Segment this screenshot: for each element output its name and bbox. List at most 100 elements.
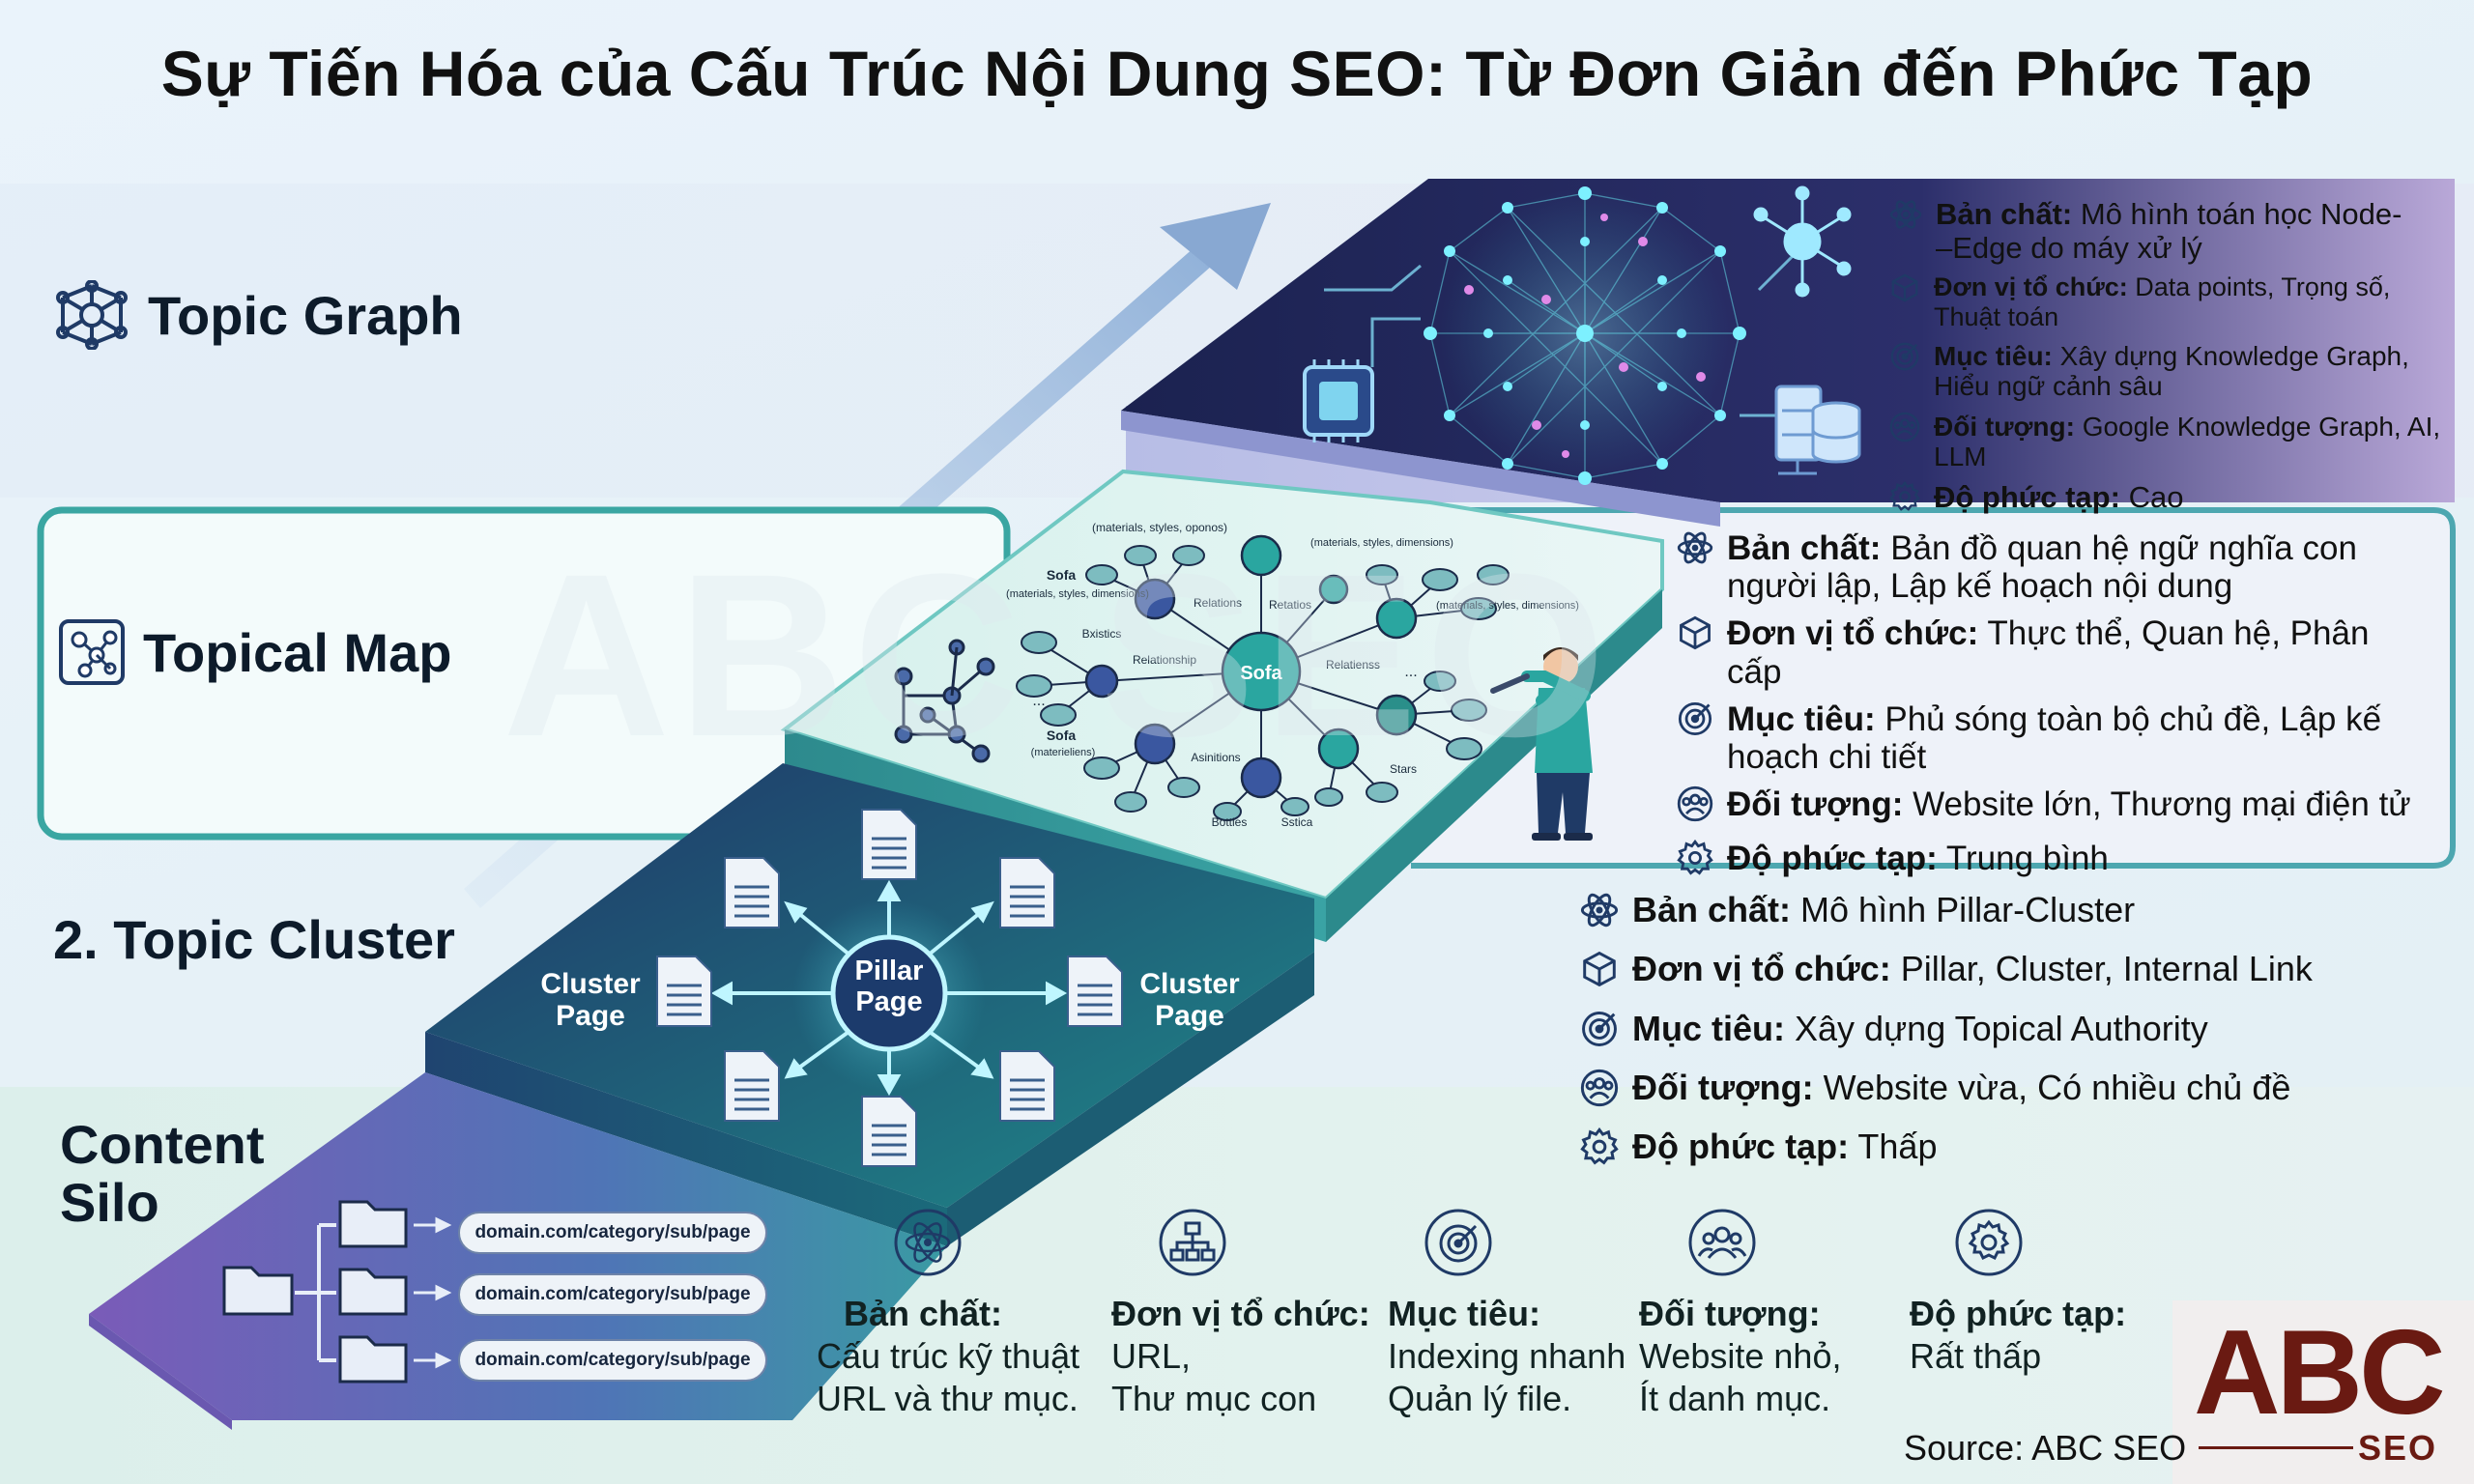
silo-col-goal: Mục tiêu: Indexing nhanh Quản lý file.: [1388, 1293, 1639, 1420]
cluster-document-icons: [656, 809, 1123, 1167]
map-properties: Bản chất: Bản đồ quan hệ ngữ nghĩa con n…: [1677, 529, 2431, 885]
graph-step-front: [1121, 411, 1720, 527]
silo-col-unit-key: Đơn vị tổ chức:: [1111, 1294, 1370, 1333]
topic-cluster-label-text: 2. Topic Cluster: [53, 909, 455, 970]
hierarchy-icon: [1159, 1209, 1226, 1276]
topical-map-label-text: Topical Map: [143, 621, 452, 683]
silo-url-2: domain.com/category/sub/page: [458, 1273, 767, 1316]
target-icon: [1424, 1209, 1492, 1276]
map-label-9: Relatienss: [1326, 658, 1380, 671]
map-label-6: (materials, styles, dimensions): [1436, 600, 1579, 612]
cluster-prop-nature-key: Bản chất:: [1632, 890, 1792, 929]
map-label-8: Relationship: [1133, 653, 1196, 667]
atom-icon: [1580, 891, 1619, 937]
gear-icon: [1677, 840, 1713, 884]
cluster-prop-audience: Đối tượng: Website vừa, Có nhiều chủ đề: [1580, 1067, 2431, 1115]
silo-col-nature-key: Bản chất:: [844, 1294, 1003, 1333]
cluster-step-front: [425, 1032, 947, 1246]
page-title: Sự Tiến Hóa của Cấu Trúc Nội Dung SEO: T…: [160, 38, 2314, 109]
graph-step-top: [1121, 179, 2455, 502]
topical-mind-map: [894, 534, 1510, 821]
map-prop-nature-value: Bản đồ quan hệ ngữ nghĩa con người lập, …: [1727, 529, 2357, 606]
map-label-14: Asinitions: [1191, 751, 1240, 764]
map-prop-unit: Đơn vị tổ chức: Thực thể, Quan hệ, Phân …: [1677, 614, 2431, 691]
graph-prop-goal-value: Xây dựng Knowledge Graph, Hiểu ngữ cảnh …: [1934, 340, 2409, 402]
silo-col-nature-value: Cấu trúc kỹ thuật URL và thư mục.: [817, 1335, 1080, 1418]
hub-node-icon: [1753, 186, 1852, 298]
map-prop-audience: Đối tượng: Website lớn, Thương mại điện …: [1677, 785, 2431, 830]
silo-col-nature: Bản chất: Cấu trúc kỹ thuật URL và thư m…: [817, 1293, 1087, 1420]
pillar-cluster-diagram: [710, 879, 1068, 1097]
content-silo-label: Content Silo: [60, 1116, 265, 1232]
graph-prop-unit: Đơn vị tổ chức: Data points, Trọng số, T…: [1889, 272, 2460, 331]
target-icon: [1889, 341, 1920, 378]
silo-col-audience-value: Website nhỏ, Ít danh mục.: [1639, 1335, 1842, 1418]
pillar-page-label: Pillar Page: [854, 956, 924, 1017]
map-label-10: ...: [1032, 693, 1045, 709]
map-prop-audience-value: Website lớn, Thương mại điện tử: [1913, 785, 2411, 824]
cluster-page-right-label: Cluster Page: [1139, 968, 1240, 1032]
map-prop-nature: Bản chất: Bản đồ quan hệ ngữ nghĩa con n…: [1677, 529, 2431, 605]
silo-col-goal-key: Mục tiêu:: [1388, 1294, 1540, 1333]
cluster-step-side: [947, 952, 1314, 1246]
map-prop-goal-value: Phủ sóng toàn bộ chủ đề, Lập kế hoạch ch…: [1727, 699, 2382, 776]
silo-col-complexity-key: Độ phức tạp:: [1910, 1294, 2127, 1333]
cube-icon: [1677, 614, 1713, 659]
graph-prop-complexity-key: Độ phức tạp:: [1934, 480, 2120, 515]
cluster-prop-unit: Đơn vị tổ chức: Pillar, Cluster, Interna…: [1580, 950, 2431, 996]
map-label-1: Sofa: [1047, 567, 1077, 583]
gear-icon: [1955, 1209, 2023, 1276]
map-prop-unit-value: Thực thể, Quan hệ, Phân cấp: [1727, 614, 2370, 691]
topical-map-label: Topical Map: [58, 618, 451, 686]
graph-prop-goal-key: Mục tiêu:: [1934, 340, 2053, 371]
watermark: ABC SEO: [503, 526, 1614, 785]
graph-properties: Bản chất: Mô hình toán học Node- –Edge d…: [1889, 197, 2460, 520]
map-prop-unit-key: Đơn vị tổ chức:: [1727, 614, 1979, 653]
cluster-prop-nature: Bản chất: Mô hình Pillar-Cluster: [1580, 890, 2431, 937]
target-icon: [1580, 1010, 1619, 1056]
map-label-15: Stars: [1390, 762, 1417, 776]
cluster-prop-audience-value: Website vừa, Có nhiều chủ đề: [1823, 1067, 2291, 1107]
map-label-4: Retatios: [1269, 598, 1311, 612]
gear-icon: [1580, 1127, 1619, 1174]
map-label-0: (materials, styles, oponos): [1092, 521, 1227, 534]
map-label-17: Sstica: [1281, 815, 1313, 829]
brand-logo-sub: SEO: [2358, 1428, 2438, 1468]
logo-underline: [2199, 1446, 2353, 1449]
map-label-13: (materieliens): [1031, 747, 1096, 758]
cluster-prop-nature-value: Mô hình Pillar-Cluster: [1800, 890, 2136, 929]
silo-step-edge: [89, 1314, 232, 1430]
silo-url-1: domain.com/category/sub/page: [458, 1212, 767, 1254]
graph-prop-unit-key: Đơn vị tổ chức:: [1934, 272, 2128, 302]
map-center-label: Sofa: [1240, 663, 1282, 684]
cluster-prop-audience-key: Đối tượng:: [1632, 1067, 1814, 1107]
map-prop-nature-key: Bản chất:: [1727, 529, 1882, 567]
silo-col-unit: Đơn vị tổ chức: URL, Thư mục con: [1111, 1293, 1382, 1420]
brand-logo-main: ABC: [2194, 1306, 2446, 1440]
cpu-chip-icon: [1303, 359, 1374, 442]
cluster-prop-goal-value: Xây dựng Topical Authority: [1795, 1008, 2208, 1048]
graph-prop-nature: Bản chất: Mô hình toán học Node- –Edge d…: [1889, 197, 2460, 265]
topic-graph-label-text: Topic Graph: [148, 284, 463, 346]
map-prop-complexity-value: Trung bình: [1945, 840, 2109, 878]
map-prop-audience-key: Đối tượng:: [1727, 785, 1904, 824]
cluster-prop-unit-value: Pillar, Cluster, Internal Link: [1900, 949, 2313, 989]
map-label-2: (materials, styles, dimensions): [1006, 588, 1149, 600]
topic-graph-label: Topic Graph: [53, 280, 463, 350]
silo-url-3: domain.com/category/sub/page: [458, 1339, 767, 1382]
users-icon: [1688, 1209, 1756, 1276]
logo-background: [2172, 1300, 2474, 1484]
graph-prop-nature-key: Bản chất:: [1936, 197, 2073, 231]
map-prop-complexity-key: Độ phức tạp:: [1727, 840, 1938, 878]
map-label-16: Botties: [1212, 815, 1248, 829]
cluster-prop-unit-key: Đơn vị tổ chức:: [1632, 949, 1891, 989]
cluster-properties: Bản chất: Mô hình Pillar-Cluster Đơn vị …: [1580, 890, 2431, 1175]
map-step-side: [1326, 589, 1662, 942]
map-label-12: Sofa: [1047, 728, 1077, 743]
content-silo-label-text: Content Silo: [60, 1114, 265, 1233]
cluster-prop-complexity-value: Thấp: [1857, 1127, 1938, 1167]
silo-folder-tree: [222, 1200, 452, 1384]
cluster-prop-complexity: Độ phức tạp: Thấp: [1580, 1127, 2431, 1174]
gear-icon: [1889, 481, 1920, 520]
